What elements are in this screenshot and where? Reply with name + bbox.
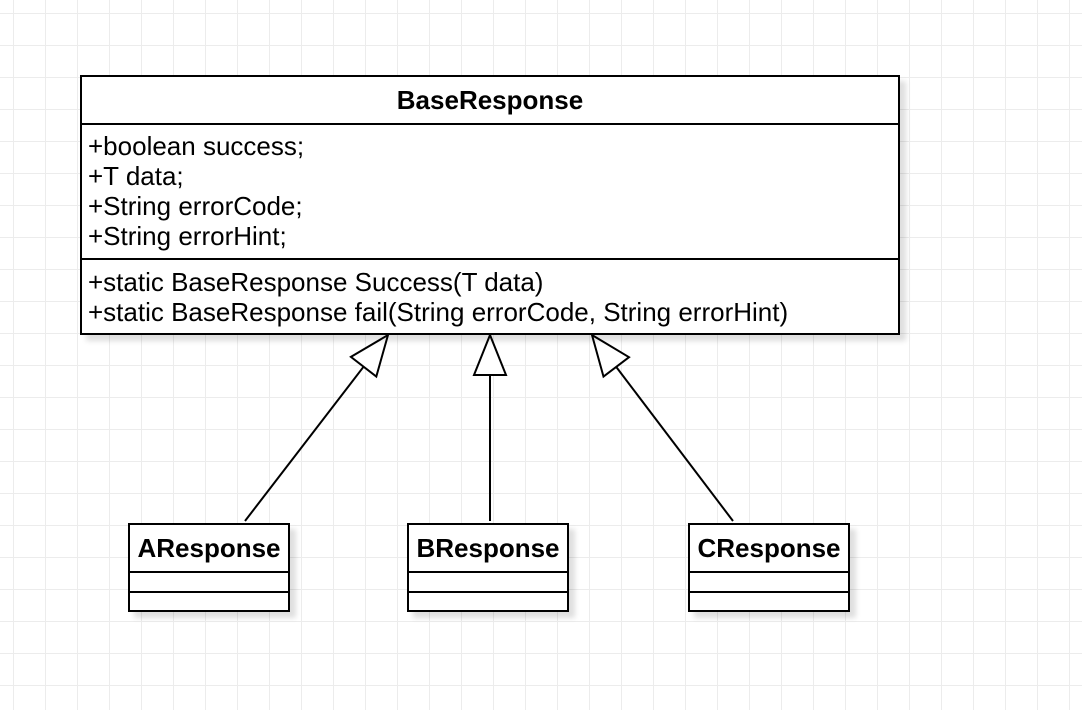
class-method: +static BaseResponse fail(String errorCo…	[88, 297, 789, 327]
class-attribute: +String errorHint;	[88, 221, 287, 251]
class-name: AResponse	[130, 525, 288, 573]
class-cresponse[interactable]: CResponse	[688, 523, 850, 612]
hollow-triangle-arrowhead	[349, 332, 390, 379]
class-baseresponse[interactable]: BaseResponse +boolean success; +T data; …	[80, 75, 900, 335]
class-attribute: +boolean success;	[88, 131, 305, 161]
attributes-compartment: +boolean success; +T data; +String error…	[82, 125, 898, 260]
methods-compartment	[130, 593, 288, 610]
hollow-triangle-arrowhead	[472, 332, 508, 376]
class-name: CResponse	[690, 525, 848, 573]
attributes-compartment	[130, 573, 288, 593]
methods-compartment: +static BaseResponse Success(T data) +st…	[82, 260, 898, 333]
attributes-compartment	[690, 573, 848, 593]
class-name: BResponse	[409, 525, 567, 573]
inheritance-connector-bresponse[interactable]	[472, 332, 508, 521]
class-method: +static BaseResponse Success(T data)	[88, 267, 544, 297]
class-attribute: +String errorCode;	[88, 191, 303, 221]
class-name: BaseResponse	[82, 77, 898, 125]
class-bresponse[interactable]: BResponse	[407, 523, 569, 612]
hollow-triangle-arrowhead	[590, 332, 631, 379]
attributes-compartment	[409, 573, 567, 593]
class-attribute: +T data;	[88, 161, 184, 191]
methods-compartment	[690, 593, 848, 610]
inheritance-connector-cresponse[interactable]	[590, 332, 734, 522]
methods-compartment	[409, 593, 567, 610]
class-aresponse[interactable]: AResponse	[128, 523, 290, 612]
inheritance-connector-aresponse[interactable]	[244, 332, 390, 522]
